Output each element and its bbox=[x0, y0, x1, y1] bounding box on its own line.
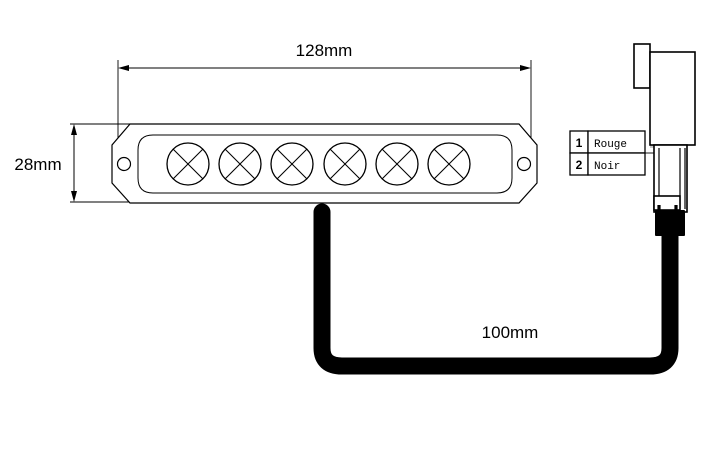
connector-group bbox=[633, 43, 696, 236]
height-dimension-label: 28mm bbox=[14, 155, 61, 174]
power-cable-group: 100mm bbox=[313, 203, 679, 375]
length-arrow-right bbox=[520, 65, 531, 71]
wire-legend-table: 1 Rouge 2 Noir bbox=[569, 130, 654, 176]
mounting-hole-left bbox=[116, 156, 132, 172]
height-arrow-bottom bbox=[71, 191, 77, 202]
legend-row-2-color-cell bbox=[587, 152, 646, 176]
cable-length-label: 100mm bbox=[482, 323, 539, 342]
cable-entry-block bbox=[655, 210, 685, 236]
legend-row-1-color: Rouge bbox=[594, 139, 627, 151]
length-arrow-left bbox=[118, 65, 129, 71]
mounting-hole-right bbox=[516, 156, 532, 172]
height-arrow-top bbox=[71, 124, 77, 135]
led-1 bbox=[166, 142, 210, 186]
legend-row-2-color: Noir bbox=[594, 161, 620, 173]
legend-row-1-pin: 1 bbox=[576, 136, 583, 150]
lamp-housing-group bbox=[111, 123, 538, 204]
led-4 bbox=[323, 142, 367, 186]
led-5 bbox=[375, 142, 419, 186]
led-2 bbox=[218, 142, 262, 186]
connector-body-upper bbox=[649, 51, 696, 146]
connector-latch-tab bbox=[633, 43, 651, 89]
lamp-inner-frame bbox=[137, 134, 513, 194]
led-3 bbox=[270, 142, 314, 186]
length-dimension-group: 128mm bbox=[117, 41, 532, 142]
legend-row-2-pin: 2 bbox=[576, 158, 583, 172]
led-6 bbox=[427, 142, 471, 186]
power-cable bbox=[313, 203, 679, 375]
length-dimension-label: 128mm bbox=[296, 41, 353, 60]
